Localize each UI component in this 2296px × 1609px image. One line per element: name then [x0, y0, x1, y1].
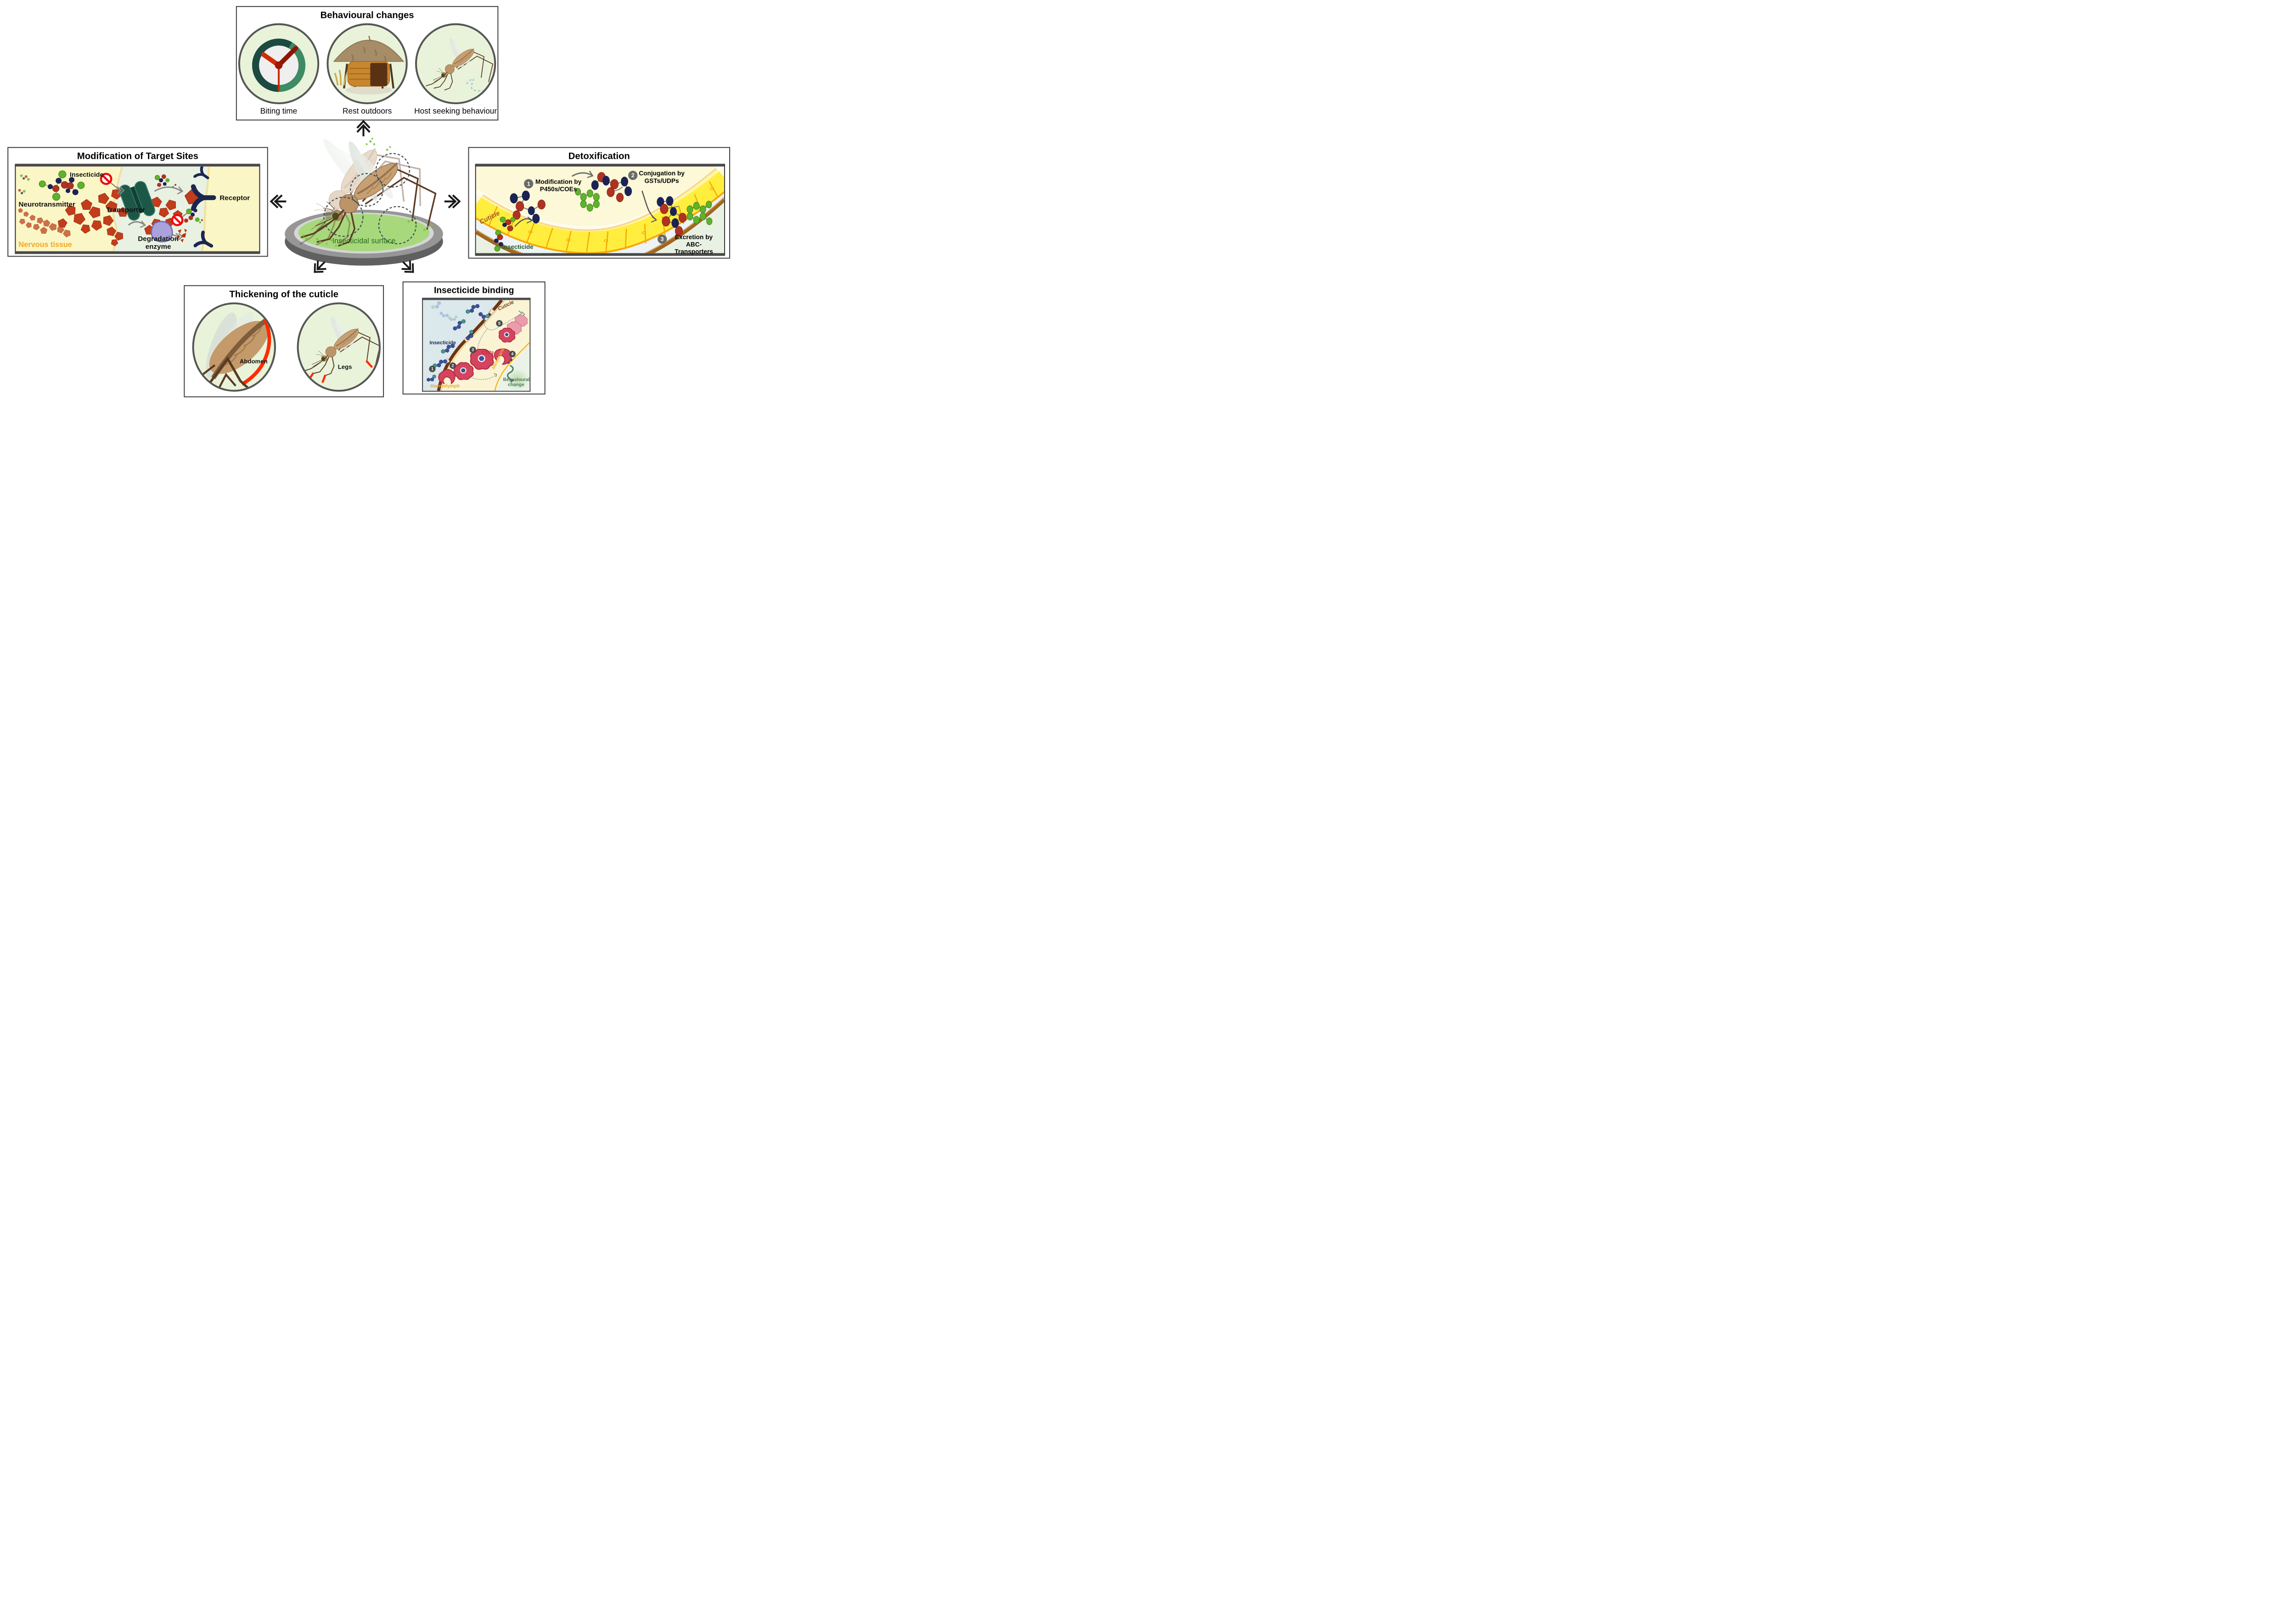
insecticide-speckles [302, 137, 433, 247]
double-chevron-downleft-arrow [314, 260, 326, 273]
double-chevron-downright-arrow [401, 260, 414, 273]
behavioural-changes-title: Behavioural changes [320, 10, 414, 21]
insecticide-molecule [39, 170, 85, 201]
abdomen-label: Abdomen [239, 358, 268, 365]
thickened-cuticle-highlight [241, 318, 271, 386]
insecticide-outside [494, 230, 503, 252]
transporter-label: Transporter [106, 206, 145, 214]
receptor-label: Receptor [219, 194, 250, 202]
host-seeking-label: Host seeking behaviour [414, 107, 497, 116]
behavioural-item-biting-time: Biting time [237, 23, 320, 116]
binding-step-5-badge: 5 [496, 320, 503, 327]
double-chevron-left-arrow [270, 194, 287, 208]
biting-time-disc [238, 23, 320, 105]
detoxification-art: 1 Modification by P450s/COEs 2 Conjugati… [475, 163, 725, 256]
haemolymph-label: Haemolymph [430, 384, 460, 389]
binding-illustration [423, 300, 530, 391]
binding-step-3-badge: 3 [469, 346, 476, 353]
behaviour-arrow [507, 364, 514, 381]
membrane-line [494, 342, 530, 391]
rest-outdoors-disc [326, 23, 408, 105]
detoxification-box: Detoxification [468, 147, 731, 259]
cuticle-thickening-box: Thickening of the cuticle Abdomen Legs [184, 285, 384, 398]
neurotransmitter-label: Neurotransmitter [18, 200, 75, 209]
rest-outdoors-label: Rest outdoors [342, 107, 392, 116]
conjugate-green-molecule [575, 188, 600, 212]
mosquito-icon [425, 36, 494, 98]
insecticide-binding-art: Cuticle Insecticide CSPs Haemolymph Memb… [422, 297, 531, 392]
csp-proteins [436, 315, 528, 387]
synapse-illustration [16, 166, 259, 252]
prohibition-icon [171, 214, 184, 226]
excreted-molecule-3 [657, 196, 713, 236]
nervous-tissue-label: Nervous tissue [18, 241, 72, 249]
legs-disc: Legs [297, 302, 381, 392]
csps-label: CSPs [481, 350, 494, 356]
double-chevron-right-arrow [444, 194, 461, 208]
conjugated-molecule-2 [591, 172, 632, 202]
degradation-enzyme-label: Degradation enzyme [138, 235, 179, 251]
center-illustration: Insecticidal surface [276, 134, 452, 269]
insecticide-entering [500, 216, 534, 231]
behavioural-item-rest-outdoors: Rest outdoors [326, 23, 408, 116]
detox-insecticide-label: Insecticide [502, 243, 534, 251]
cuticle-thickening-title: Thickening of the cuticle [229, 289, 338, 300]
target-sites-art: Insecticide Neurotransmitter Transporter… [15, 163, 260, 254]
detox-step-2-label: Conjugation by GSTs/UDPs [639, 169, 685, 184]
mosquito-on-dish [276, 134, 443, 266]
binding-step-1-badge: 1 [429, 365, 436, 372]
insecticidal-surface-label: Insecticidal surface [332, 237, 396, 246]
target-sites-box: Modification of Target Sites [7, 147, 268, 257]
insecticide-molecule-small [18, 174, 30, 195]
degradation-enzyme-icon [151, 221, 173, 242]
insecticide-molecule-blocked [184, 208, 203, 224]
behaviour-glow [505, 368, 529, 391]
detox-step-2-badge: 2 [628, 170, 638, 180]
host-seeking-disc [415, 23, 496, 105]
insecticide-binding-box: Insecticide binding [402, 281, 546, 395]
binding-step-4-badge: 4 [509, 351, 516, 358]
behavioural-items: Biting time Rest outdoors [237, 23, 498, 116]
figure-canvas: Behavioural changes Biting time [0, 0, 731, 403]
behavioural-item-host-seeking: Host seeking behaviour [414, 23, 497, 116]
detox-step-3-label: Excretion by ABC-Transporters [675, 233, 713, 255]
detox-step-3-badge: 3 [657, 234, 667, 244]
detoxification-title: Detoxification [568, 151, 630, 162]
cell-nuclei [491, 187, 715, 242]
double-chevron-up-arrow [356, 120, 371, 136]
legs-label: Legs [338, 363, 352, 370]
detox-step-1-label: Modification by P450s/COEs [535, 178, 582, 193]
abdomen-disc: Abdomen [192, 302, 276, 392]
insecticide-binding-title: Insecticide binding [433, 286, 514, 296]
hut-icon [333, 35, 405, 95]
biting-time-label: Biting time [260, 107, 298, 116]
abdomen-zoom-icon [200, 312, 271, 390]
transporter-icon [119, 181, 155, 221]
target-sites-title: Modification of Target Sites [77, 151, 199, 162]
clock-icon [252, 39, 306, 92]
legs-zoom-icon [298, 314, 379, 383]
binding-step-2-badge: 2 [449, 362, 456, 369]
detox-step-1-badge: 1 [524, 179, 534, 189]
binding-insecticide-label: Insecticide [429, 340, 456, 346]
prohibition-icon [100, 173, 113, 185]
behavioural-change-label: Behavioural change [503, 377, 530, 388]
modified-molecule-1 [510, 191, 546, 224]
focus-dashed-circles [323, 153, 417, 245]
insecticide-label: Insecticide [70, 170, 104, 179]
behavioural-changes-box: Behavioural changes Biting time [236, 6, 499, 121]
